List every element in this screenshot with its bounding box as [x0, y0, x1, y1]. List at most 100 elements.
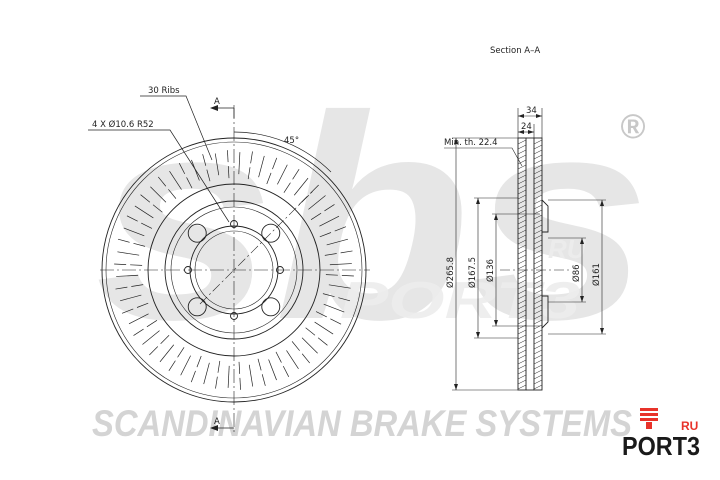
rib-separator — [328, 284, 351, 289]
hatch-line — [517, 264, 527, 270]
hatch-line — [533, 359, 543, 365]
section-arrowhead-top — [210, 105, 218, 111]
hatch-line — [533, 194, 543, 200]
hatch-line — [517, 244, 527, 250]
rib — [317, 337, 328, 346]
disc-section-view — [500, 137, 572, 391]
port3-watermark: PORT3 — [340, 272, 580, 330]
rib-separator — [134, 205, 154, 219]
bolt-hole — [261, 297, 281, 317]
hatch-line — [533, 159, 543, 165]
rib-separator — [203, 362, 210, 385]
rib-separator — [128, 313, 149, 325]
hatch-line — [517, 229, 527, 235]
ribs-label: 30 Ribs — [148, 86, 180, 96]
port3-brand-badge: PORT3 RU — [622, 408, 700, 461]
rib — [160, 334, 170, 344]
rib — [136, 302, 149, 308]
hatch-line — [517, 304, 527, 310]
hatch-line — [533, 234, 543, 240]
rib-separator — [227, 365, 230, 388]
rib-separator — [323, 303, 345, 313]
ribs-leader — [140, 95, 213, 161]
rib — [239, 377, 241, 390]
hatch-line — [517, 369, 527, 375]
hatch-line — [533, 139, 543, 145]
hatch-line — [517, 164, 527, 170]
hatch-line — [517, 344, 527, 350]
sbs-logo-watermark: sbs — [95, 56, 650, 380]
hatch-line — [533, 169, 543, 175]
rib — [196, 355, 202, 368]
rib — [247, 167, 251, 180]
hatch-line — [517, 209, 527, 215]
dim-d265-label: Ø265.8 — [445, 257, 456, 288]
rib — [126, 215, 138, 222]
hatch-line — [533, 199, 543, 205]
hatch-line — [533, 244, 543, 250]
hatch-line — [517, 199, 527, 205]
hatch-line — [533, 309, 543, 315]
hatch-line — [517, 379, 527, 385]
rib — [325, 274, 338, 276]
tagline-watermark: SCANDINAVIAN BRAKE SYSTEMS — [92, 403, 632, 444]
hatch-line — [533, 269, 543, 275]
bolt-hole — [187, 223, 207, 243]
hatch-line — [517, 384, 527, 390]
rib — [291, 341, 300, 351]
hatch-line — [517, 169, 527, 175]
hatch-line — [533, 254, 543, 260]
hatch-line — [517, 354, 527, 360]
dim-d136-label: Ø136 — [485, 259, 496, 282]
rib — [238, 361, 241, 374]
hatch-line — [517, 189, 527, 195]
hatch-line — [517, 254, 527, 260]
disc-front-view — [100, 105, 370, 435]
hatch-line — [533, 239, 543, 245]
rib-separator — [180, 355, 191, 376]
sbs-watermark: sbs ® — [95, 56, 650, 380]
hatch-line — [533, 264, 543, 270]
hatch-line — [517, 149, 527, 155]
rib — [227, 166, 230, 179]
hatch-line — [517, 374, 527, 380]
hatch-line — [517, 174, 527, 180]
rib-separator — [123, 227, 145, 237]
rib — [131, 284, 144, 287]
rib — [261, 374, 266, 386]
min-th-leader — [444, 147, 523, 167]
hatch-line — [533, 174, 543, 180]
hatch-line — [533, 154, 543, 160]
rib — [140, 194, 151, 203]
rib — [133, 242, 146, 247]
rib-separator — [268, 359, 277, 381]
hatch-line — [533, 379, 543, 385]
registered-mark: ® — [620, 108, 646, 146]
brand-suffix: RU — [681, 419, 698, 433]
rib — [292, 169, 300, 180]
hat-profile-top — [541, 199, 549, 233]
hatch-line — [517, 274, 527, 280]
rib — [266, 172, 272, 185]
angle-arc — [233, 131, 332, 173]
rib — [257, 358, 262, 371]
hatch-line — [517, 214, 527, 220]
brand-name: PORT3 — [622, 431, 700, 461]
dim-34-label: 34 — [526, 106, 537, 116]
hatch-line — [533, 364, 543, 370]
rib — [117, 238, 130, 243]
hatch-line — [517, 269, 527, 275]
hatch-line — [517, 239, 527, 245]
hatch-line — [517, 339, 527, 345]
rib-separator — [319, 215, 340, 227]
hatch-line — [533, 279, 543, 285]
hatch-line — [517, 159, 527, 165]
hatch-line — [517, 289, 527, 295]
hatch-line — [533, 204, 543, 210]
hatch-line — [533, 354, 543, 360]
bolt-hole — [187, 297, 207, 317]
rib — [168, 189, 177, 199]
rib — [315, 311, 327, 318]
rib — [340, 250, 353, 254]
hatch-line — [517, 139, 527, 145]
